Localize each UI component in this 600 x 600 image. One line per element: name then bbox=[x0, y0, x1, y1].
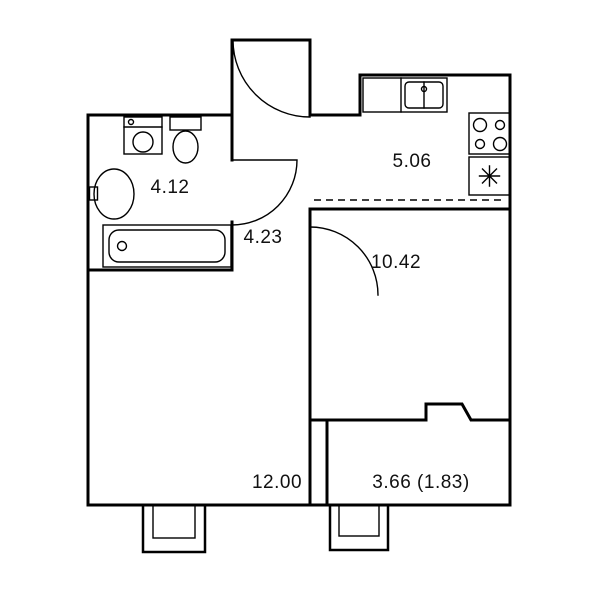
bathroom-area-label: 4.12 bbox=[151, 177, 190, 198]
washbasin-icon bbox=[88, 168, 135, 220]
windows bbox=[141, 503, 390, 554]
toilet-icon bbox=[169, 116, 202, 164]
room-door-icon bbox=[309, 226, 379, 296]
window-block-left-icon bbox=[141, 503, 207, 554]
kitchen-counter-icon bbox=[362, 77, 448, 113]
bathtub-icon bbox=[102, 224, 232, 268]
kitchen-area-label: 5.06 bbox=[393, 151, 432, 172]
fridge-spot-asterisk-icon bbox=[468, 156, 511, 196]
room-divider-walls bbox=[308, 207, 512, 507]
bathroom-walls bbox=[86, 113, 234, 272]
hallway-area-label: 4.23 bbox=[244, 227, 283, 248]
kitchen-fixtures bbox=[362, 77, 511, 196]
stove-hob-icon bbox=[468, 112, 511, 155]
kitchen-sink-icon bbox=[404, 81, 444, 109]
entry-door-icon bbox=[232, 39, 311, 118]
bathroom-fixtures bbox=[88, 116, 232, 268]
doors bbox=[231, 39, 379, 296]
balcony-area-label: 3.66 (1.83) bbox=[372, 472, 469, 493]
room-area-label: 10.42 bbox=[371, 252, 421, 273]
window-block-right-icon bbox=[328, 503, 390, 552]
room-labels: 4.12 4.23 5.06 10.42 12.00 3.66 (1.83) bbox=[151, 151, 470, 493]
bathroom-door-icon bbox=[231, 159, 298, 226]
washing-machine-icon bbox=[123, 116, 163, 155]
balcony-walls bbox=[308, 402, 512, 507]
living-room-area-label: 12.00 bbox=[252, 472, 302, 493]
